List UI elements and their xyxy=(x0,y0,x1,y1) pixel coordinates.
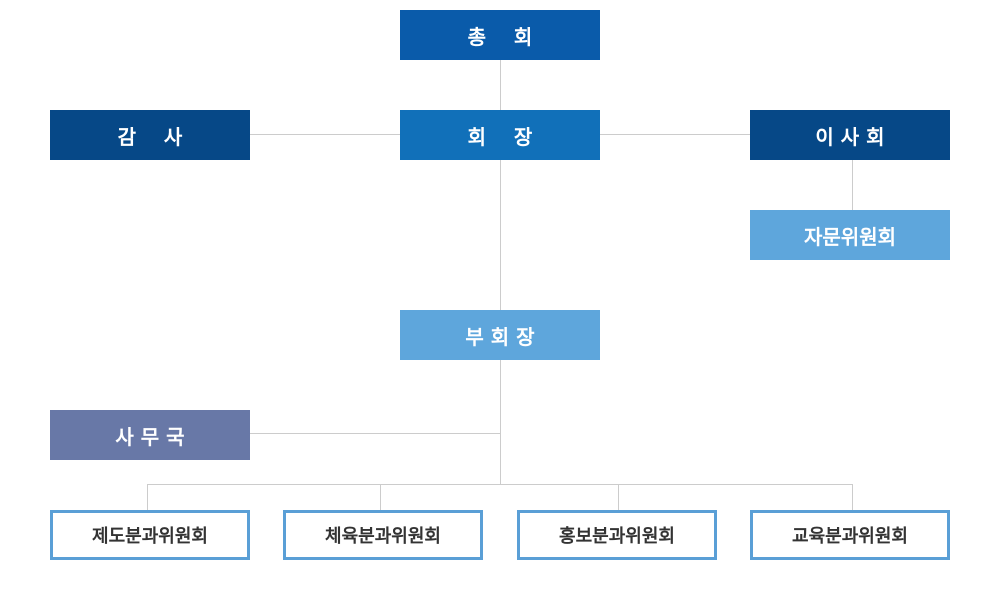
connector-committee-4 xyxy=(852,484,853,510)
connector-assembly-president xyxy=(500,60,501,110)
connector-committee-bus xyxy=(147,484,852,485)
connector-president-vice xyxy=(500,160,501,310)
president-box: 회 장 xyxy=(400,110,600,160)
committee-box-sports: 체육분과위원회 xyxy=(283,510,483,560)
connector-committee-3 xyxy=(618,484,619,510)
secretariat-box: 사 무 국 xyxy=(50,410,250,460)
connector-president-board xyxy=(600,134,750,135)
connector-board-advisory xyxy=(852,160,853,210)
connector-secretariat xyxy=(250,433,500,434)
board-box: 이 사 회 xyxy=(750,110,950,160)
committee-box-publicity: 홍보분과위원회 xyxy=(517,510,717,560)
connector-committee-2 xyxy=(380,484,381,510)
committee-box-education: 교육분과위원회 xyxy=(750,510,950,560)
auditor-box: 감 사 xyxy=(50,110,250,160)
general-assembly-box: 총 회 xyxy=(400,10,600,60)
vice-president-box: 부 회 장 xyxy=(400,310,600,360)
committee-box-institution: 제도분과위원회 xyxy=(50,510,250,560)
connector-vice-committees xyxy=(500,360,501,484)
connector-auditor-president xyxy=(250,134,400,135)
connector-committee-1 xyxy=(147,484,148,510)
advisory-committee-box: 자문위원회 xyxy=(750,210,950,260)
